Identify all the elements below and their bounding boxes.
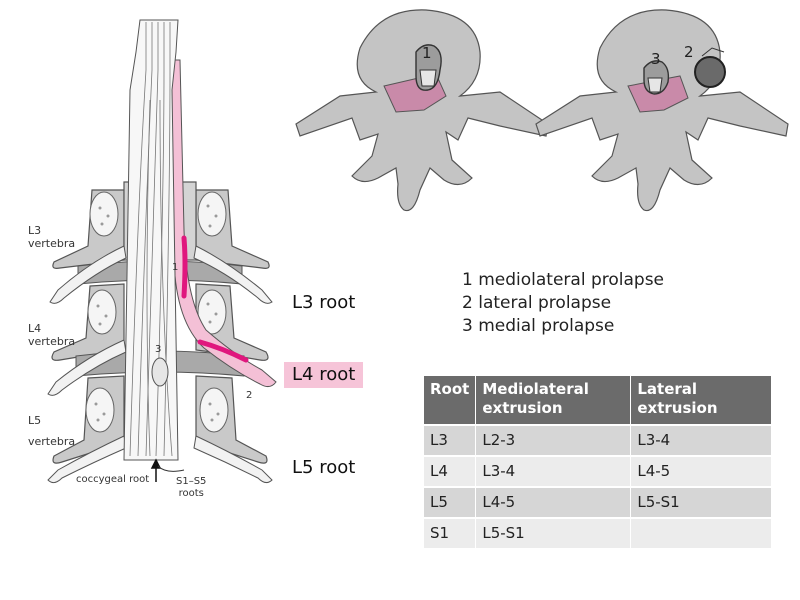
marker-2-spine: 2 [246,390,253,401]
table-cell [631,519,772,548]
table-cell: L3 [424,426,477,455]
table-cell: S1 [424,519,477,548]
l4-vertebra-label: L4 vertebra [28,322,76,348]
l4-root-label: L4 root [284,362,364,388]
marker-1-spine: 1 [172,262,179,273]
l3-root-label: L3 root [292,292,356,313]
table-row: L5 L4-5 L5-S1 [424,488,772,517]
axial-vertebra-right [535,9,789,212]
table-cell: L5 [424,488,477,517]
pedicles [85,191,229,433]
coccygeal-arrow [150,458,162,482]
header-mediolateral: Mediolateral extrusion [476,376,632,424]
table-row: L4 L3-4 L4-5 [424,457,772,486]
l4-root-highlight [169,59,277,388]
sacral-roots-bracket [157,465,185,472]
root-extrusion-table: Root Mediolateral extrusion Lateral extr… [424,374,772,550]
axial-marker-1: 1 [422,44,432,62]
table-cell: L3-4 [476,457,632,486]
table-cell: L4-5 [476,488,632,517]
medial-prolapse-oval [151,357,169,387]
marker-3-spine: 3 [155,344,162,355]
axial-marker-2: 2 [684,43,694,61]
axial-vertebra-left [295,9,549,212]
table-row: S1 L5-S1 [424,519,772,548]
legend-item-lateral: 2 lateral prolapse [462,293,612,313]
l3-vertebra-label: L3 vertebra [28,224,76,250]
table-cell: L4-5 [631,457,772,486]
coccygeal-root-label: coccygeal root [76,474,150,485]
l5-vertebra-label: L5 vertebra [28,414,76,448]
cauda-equina-fibers [129,22,173,457]
prolapse-legend: 1 mediolateral prolapse 2 lateral prolap… [462,269,664,338]
table-header-row: Root Mediolateral extrusion Lateral extr… [424,376,772,424]
sacral-roots-label: S1–S5 roots [176,476,207,499]
left-nerve-roots [47,245,127,484]
table-cell: L5-S1 [631,488,772,517]
disc-prolapses [181,235,249,363]
table-cell: L5-S1 [476,519,632,548]
pedicle-texture [94,204,220,422]
header-lateral: Lateral extrusion [631,376,772,424]
axial-vertebra-views [295,9,789,212]
table-cell: L4 [424,457,477,486]
l5-root-label: L5 root [292,457,356,478]
axial-marker-3: 3 [651,50,661,68]
cauda-equina [123,19,179,461]
legend-item-mediolateral: 1 mediolateral prolapse [462,270,665,290]
legend-item-medial: 3 medial prolapse [462,316,615,336]
table-cell: L3-4 [631,426,772,455]
header-root: Root [424,376,477,424]
right-nerve-roots [193,245,273,484]
table-cell: L2-3 [476,426,632,455]
table-row: L3 L2-3 L3-4 [424,426,772,455]
spine-illustration [47,19,277,484]
